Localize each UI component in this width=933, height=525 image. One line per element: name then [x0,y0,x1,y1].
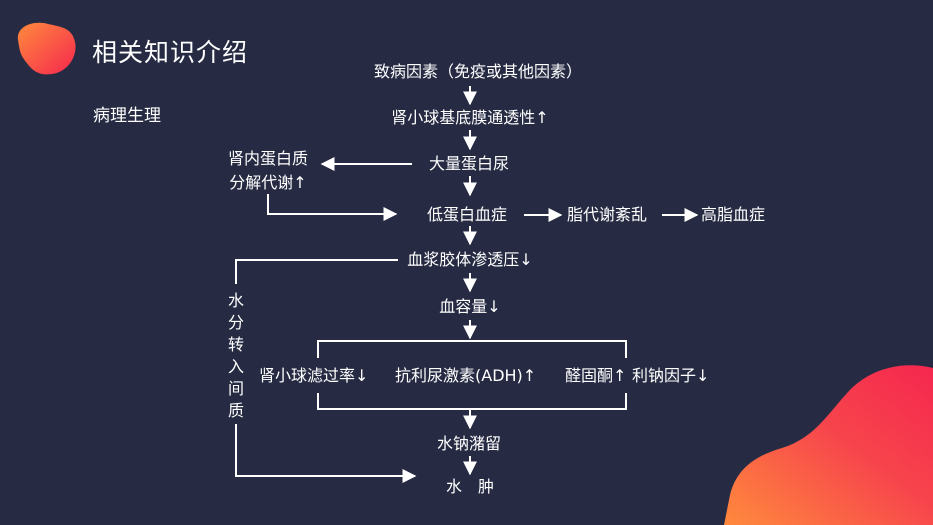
node-colloid-pressure: 血浆胶体渗透压↓ [407,250,533,269]
decorative-blob-top-left [17,22,76,75]
node-aldosterone: 醛固酮↑ [565,366,627,385]
label-water-shift: 水分转入间质 [227,291,244,420]
node-proteinuria: 大量蛋白尿 [428,154,510,173]
section-subtitle: 病理生理 [93,106,161,126]
node-cause: 致病因素（免疫或其他因素） [373,62,583,81]
node-gbm-permeability: 肾小球基底膜通透性↑ [391,108,549,127]
slide-title: 相关知识介绍 [92,38,249,67]
node-hyperlipidemia: 高脂血症 [701,205,766,224]
node-gfr: 肾小球滤过率↓ [259,366,369,385]
node-hypoproteinemia: 低蛋白血症 [426,205,508,224]
decorative-blob-bottom-right [724,365,933,525]
bracket-bottom [317,393,627,410]
line-colloid-to-water-shift [235,259,398,284]
node-natriuretic: 利钠因子↓ [632,366,710,385]
node-renal-breakdown: 肾内蛋白质 分解代谢↑ [228,149,309,192]
node-blood-volume: 血容量↓ [439,297,501,316]
node-lipid-disorder: 脂代谢紊乱 [567,205,648,224]
arrow-water-shift-to-edema [235,424,417,483]
arrow-renal-to-hypoproteinemia [267,194,398,221]
node-retention: 水钠潴留 [436,434,502,453]
node-adh: 抗利尿激素(ADH)↑ [395,366,537,385]
node-edema: 水 肿 [445,477,495,496]
bracket-top [317,340,627,358]
